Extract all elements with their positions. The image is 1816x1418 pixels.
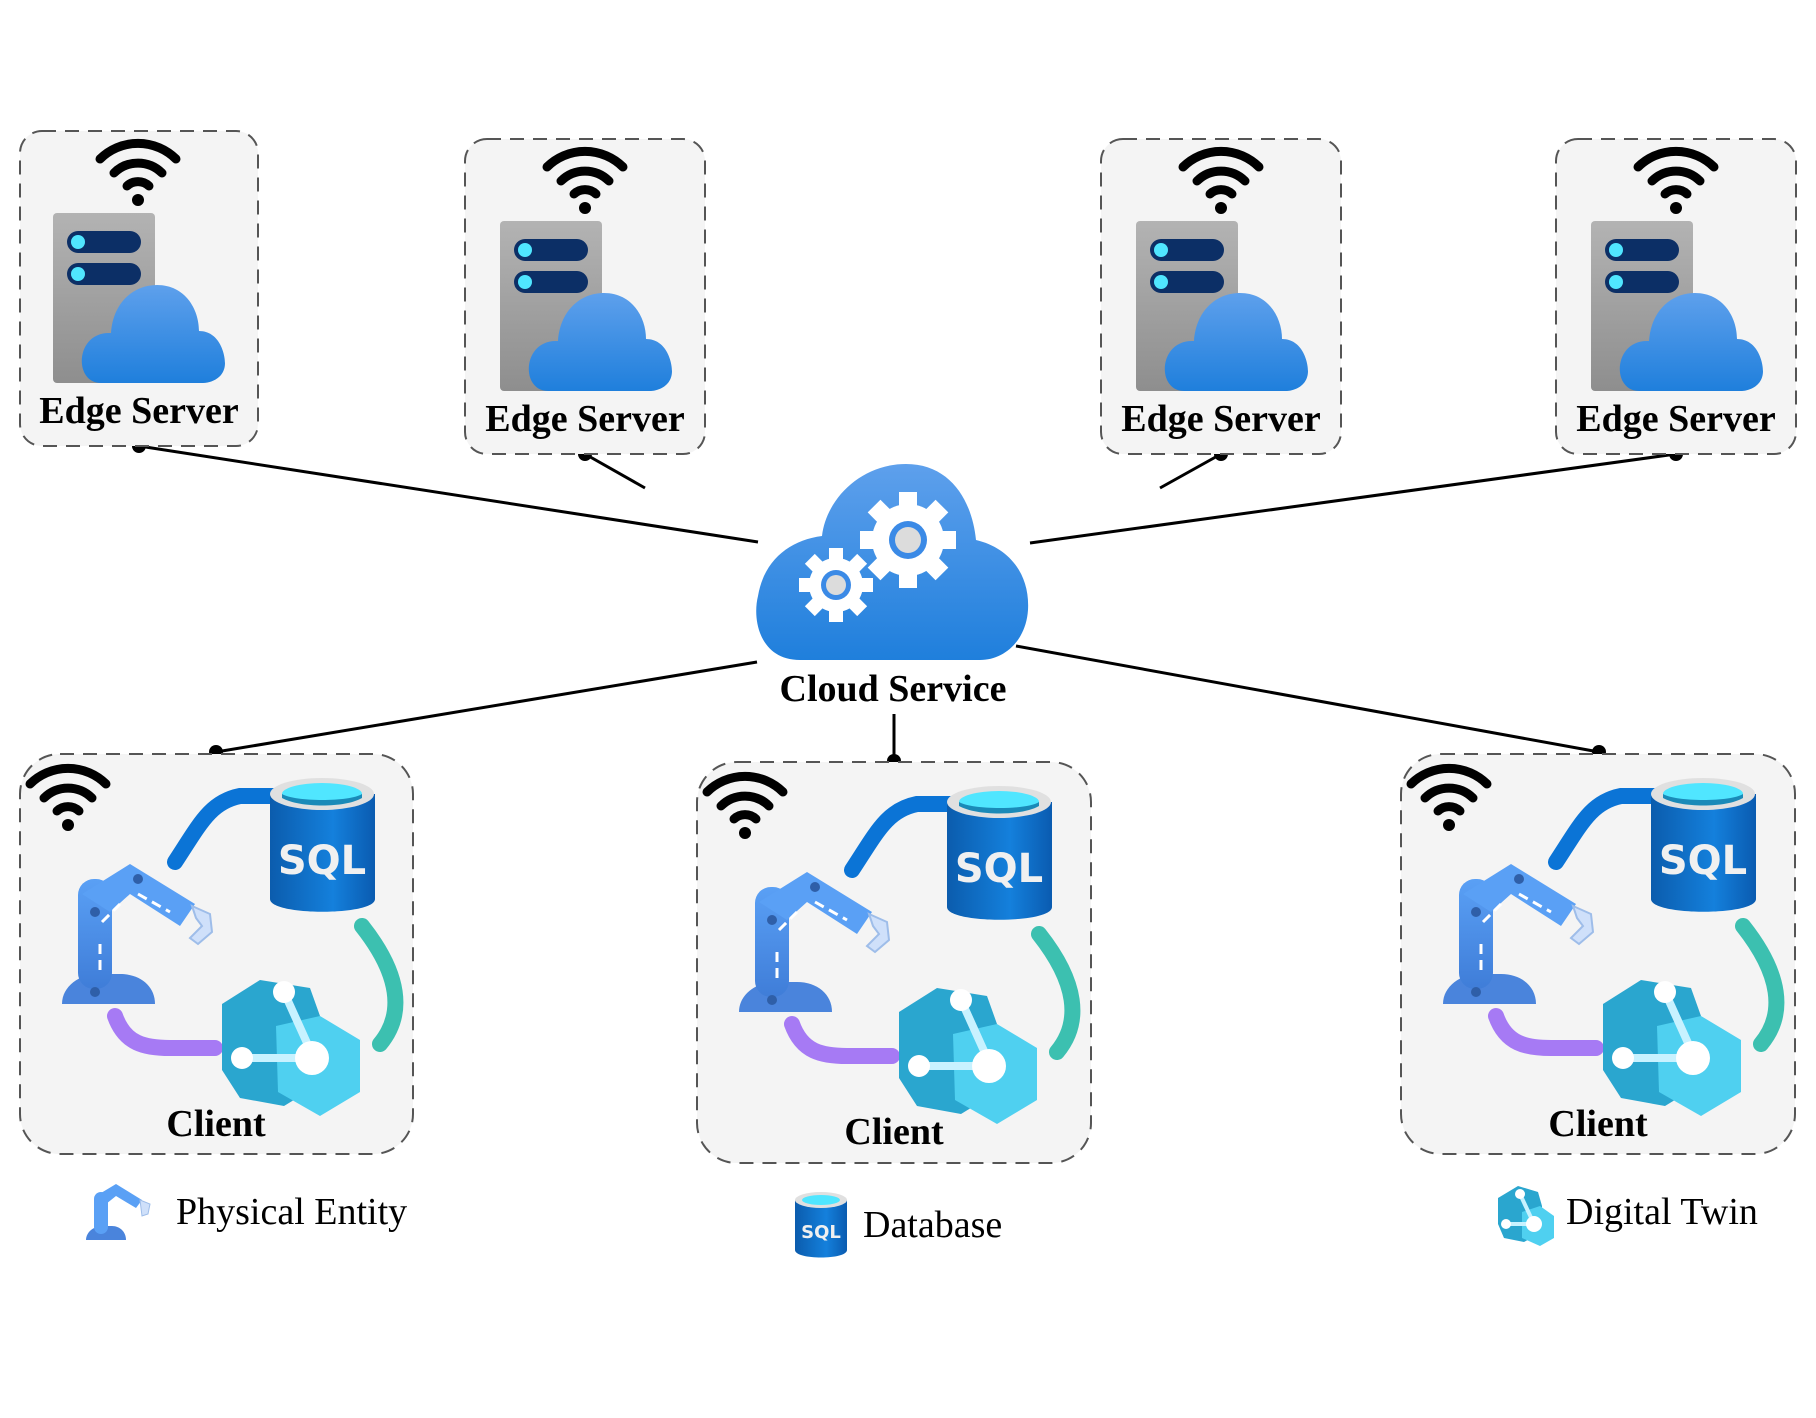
client-label: Client <box>166 1103 266 1145</box>
legend-label: Database <box>863 1204 1002 1246</box>
edge-server-label: Edge Server <box>1576 398 1776 440</box>
client-2[interactable]: SQL Client <box>696 761 1092 1164</box>
sql-text: SQL <box>955 846 1043 892</box>
edge-server-3[interactable]: Edge Server <box>1100 138 1342 455</box>
legend-label: Digital Twin <box>1566 1191 1758 1233</box>
edge-server-label: Edge Server <box>39 390 239 432</box>
edge-server-4[interactable]: Edge Server <box>1555 138 1797 455</box>
sql-text: SQL <box>1659 838 1747 884</box>
link-edge-3 <box>1159 452 1222 490</box>
link-client-1 <box>215 660 758 754</box>
edge-server-label: Edge Server <box>485 398 685 440</box>
robot-arm-icon <box>86 1184 151 1240</box>
legend: Physical Entity SQL Database Digital Twi… <box>86 1184 1758 1258</box>
gear-large-icon <box>860 492 956 588</box>
legend-sql-text: SQL <box>801 1222 841 1243</box>
client-label: Client <box>1548 1103 1648 1145</box>
edge-server-2[interactable]: Edge Server <box>464 138 706 455</box>
legend-item-database: SQL Database <box>795 1192 1002 1258</box>
connections <box>132 439 1683 768</box>
gear-small-icon <box>799 548 873 622</box>
sql-text: SQL <box>278 838 366 884</box>
edge-server-label: Edge Server <box>1121 398 1321 440</box>
link-edge-1 <box>138 444 759 544</box>
cloud-service-label: Cloud Service <box>780 668 1007 710</box>
sql-database-icon: SQL <box>795 1192 847 1258</box>
link-client-3 <box>1015 644 1600 754</box>
cloud-service[interactable]: Cloud Service <box>756 464 1029 710</box>
digital-twin-icon <box>1498 1186 1554 1246</box>
client-label: Client <box>844 1111 944 1153</box>
client-1[interactable]: SQL Client <box>19 753 414 1155</box>
edge-server-1[interactable]: Edge Server <box>19 130 259 447</box>
link-edge-2 <box>584 452 646 490</box>
client-3[interactable]: SQL Client <box>1400 753 1796 1155</box>
legend-label: Physical Entity <box>176 1191 407 1233</box>
legend-item-physical-entity: Physical Entity <box>86 1184 407 1240</box>
legend-item-digital-twin: Digital Twin <box>1498 1186 1758 1246</box>
link-edge-4 <box>1029 452 1677 545</box>
